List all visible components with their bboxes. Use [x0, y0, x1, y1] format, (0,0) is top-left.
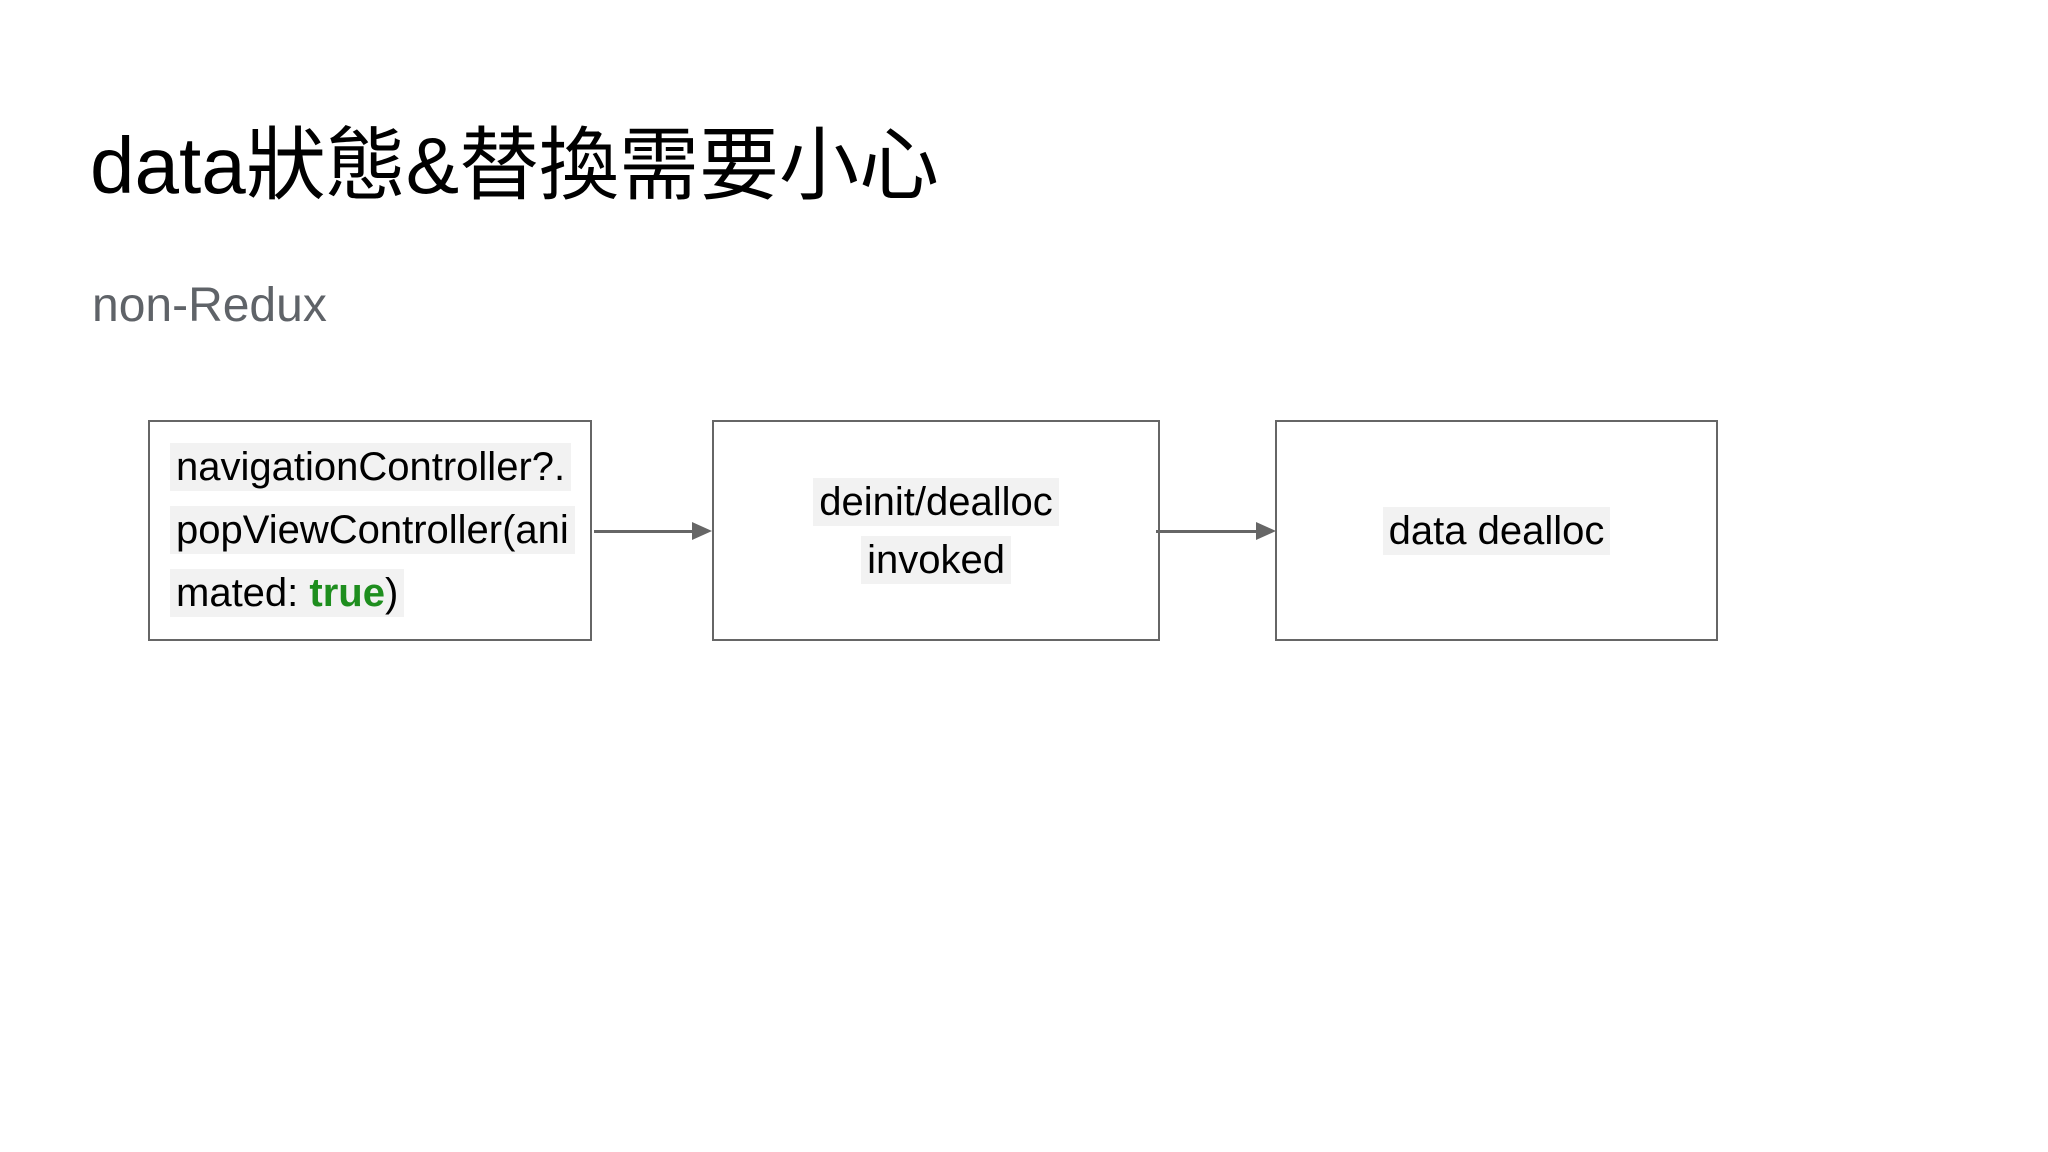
code-text: popViewController(ani	[170, 506, 575, 554]
box-text: data dealloc	[1382, 506, 1611, 555]
code-line: mated: true)	[170, 562, 405, 625]
code-text: mated: true)	[170, 569, 405, 617]
arrow-head-icon	[692, 522, 712, 540]
page-title: data狀態&替換需要小心	[90, 121, 940, 210]
code-text: navigationController?.	[170, 443, 572, 491]
keyword-true: true	[309, 571, 385, 615]
box-text-line: data dealloc	[1382, 502, 1611, 560]
flow-box-data-dealloc: data dealloc	[1275, 420, 1718, 641]
box-text: invoked	[861, 535, 1011, 584]
box-text-line: deinit/dealloc	[813, 473, 1059, 531]
code-line: navigationController?.	[170, 436, 572, 499]
code-text-suffix: )	[384, 571, 399, 615]
arrow-head-icon	[1256, 522, 1276, 540]
arrow-shaft	[1156, 529, 1256, 533]
arrow-right-2	[1156, 522, 1276, 540]
flow-box-deinit-dealloc: deinit/dealloc invoked	[712, 420, 1160, 641]
arrow-shaft	[594, 529, 692, 533]
code-line: popViewController(ani	[170, 499, 575, 562]
code-text-prefix: mated:	[176, 571, 310, 615]
box-text-line: invoked	[861, 531, 1011, 589]
box-text: deinit/dealloc	[813, 477, 1059, 526]
subtitle: non-Redux	[92, 279, 327, 332]
arrow-right-1	[594, 522, 712, 540]
flow-box-pop-view-controller: navigationController?. popViewController…	[148, 420, 592, 641]
